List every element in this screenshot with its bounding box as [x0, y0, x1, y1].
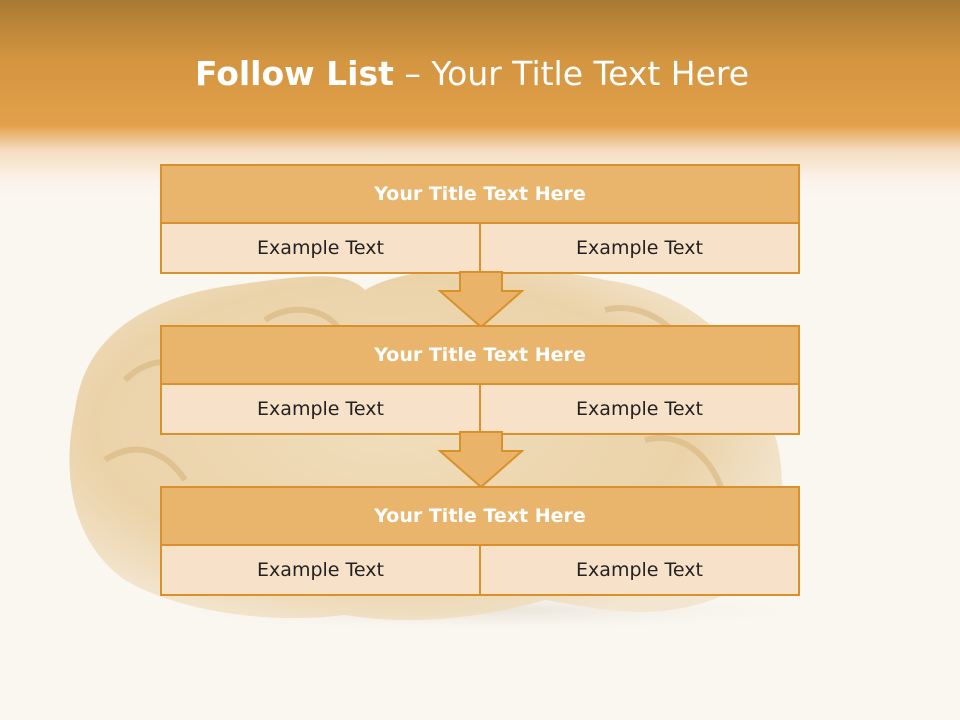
slide-title-bold: Follow List	[194, 54, 394, 93]
step-row: Example Text Example Text	[162, 546, 798, 594]
step-title: Your Title Text Here	[162, 488, 798, 546]
step-box-2: Your Title Text Here Example Text Exampl…	[160, 325, 800, 435]
step-cell-left: Example Text	[162, 385, 479, 433]
down-arrow-icon	[438, 431, 524, 489]
step-row: Example Text Example Text	[162, 385, 798, 433]
step-title: Your Title Text Here	[162, 327, 798, 385]
step-cell-right: Example Text	[479, 385, 798, 433]
step-cell-left: Example Text	[162, 546, 479, 594]
step-cell-right: Example Text	[479, 224, 798, 272]
down-arrow-icon	[438, 271, 524, 329]
step-cell-right: Example Text	[479, 546, 798, 594]
step-title: Your Title Text Here	[162, 166, 798, 224]
step-box-3: Your Title Text Here Example Text Exampl…	[160, 486, 800, 596]
step-row: Example Text Example Text	[162, 224, 798, 272]
step-cell-left: Example Text	[162, 224, 479, 272]
step-box-1: Your Title Text Here Example Text Exampl…	[160, 164, 800, 274]
slide-title-rest: – Your Title Text Here	[393, 54, 750, 93]
slide-title: Follow List – Your Title Text Here	[0, 54, 944, 93]
